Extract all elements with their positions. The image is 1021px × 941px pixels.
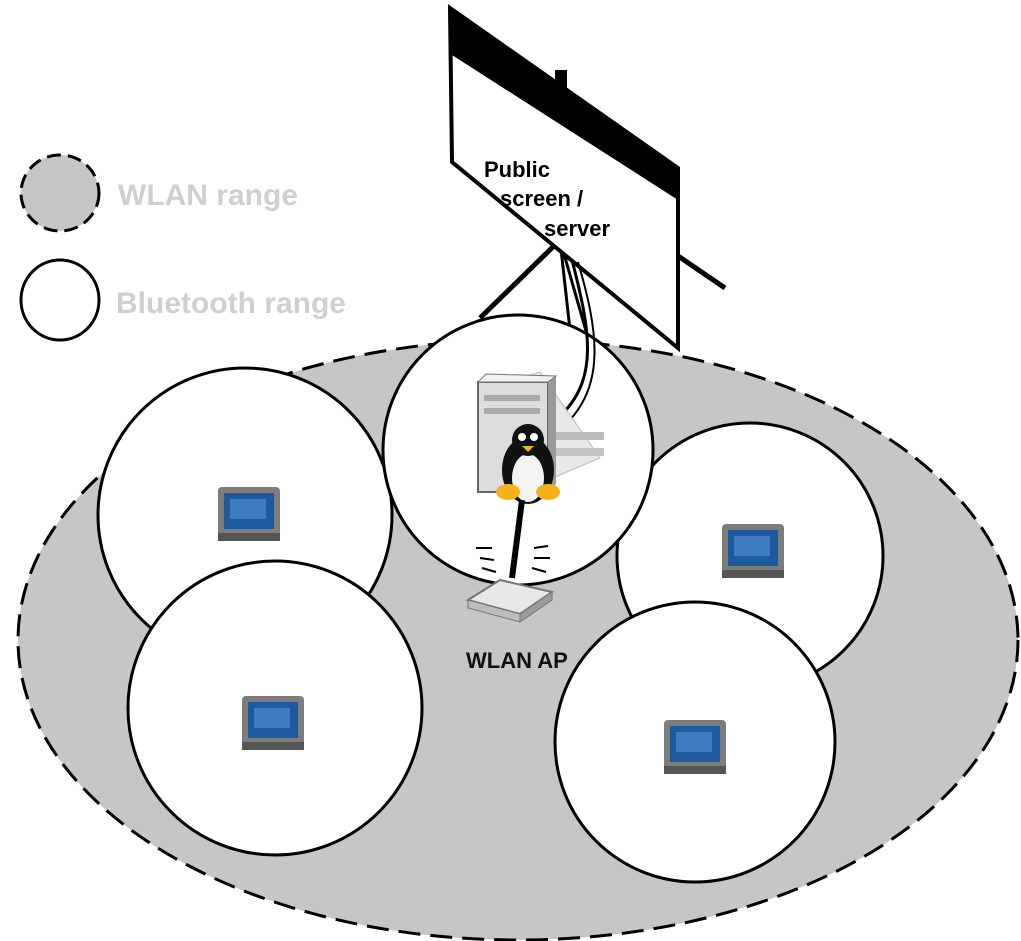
screen-label-line2: screen / bbox=[500, 186, 583, 211]
wireless-router-icon bbox=[465, 545, 555, 623]
pda-icon bbox=[242, 696, 304, 750]
legend-bluetooth-label: Bluetooth range bbox=[116, 287, 346, 320]
legend-wlan-swatch bbox=[19, 153, 101, 233]
screen-label-line3: server bbox=[544, 216, 611, 241]
legend: WLAN range Bluetooth range bbox=[19, 153, 346, 342]
projection-screen-icon bbox=[447, 4, 727, 353]
pda-icon bbox=[218, 487, 280, 541]
pda-icon bbox=[664, 720, 726, 774]
access-point-label: WLAN AP bbox=[466, 648, 568, 673]
legend-wlan-label: WLAN range bbox=[118, 179, 298, 212]
legend-bluetooth-swatch bbox=[19, 258, 101, 342]
screen-label-line1: Public bbox=[484, 157, 550, 182]
pda-icon bbox=[722, 524, 784, 578]
tux-penguin-icon bbox=[496, 424, 560, 504]
